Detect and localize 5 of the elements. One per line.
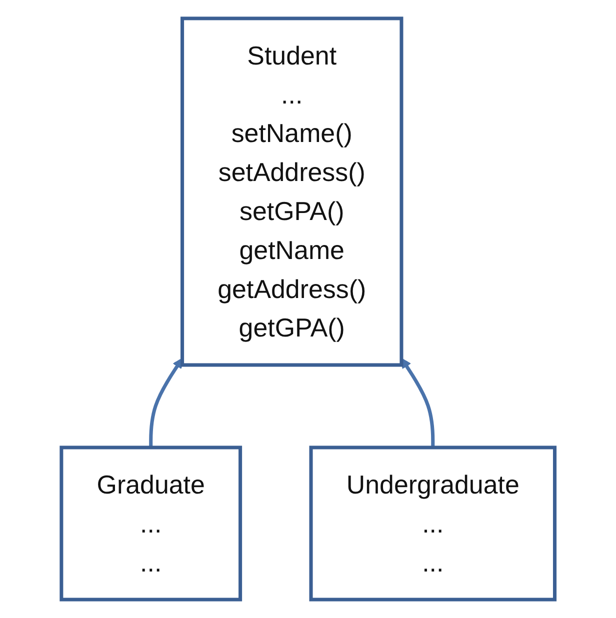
node-box: Graduate ... ... [60, 446, 242, 602]
arrow [149, 358, 183, 448]
node-box: Student ... setName() setAddress() setGPA() getName getAddress() getGPA() [180, 16, 404, 367]
arrow [400, 358, 435, 448]
node-box: Undergraduate ... ... [309, 446, 556, 602]
